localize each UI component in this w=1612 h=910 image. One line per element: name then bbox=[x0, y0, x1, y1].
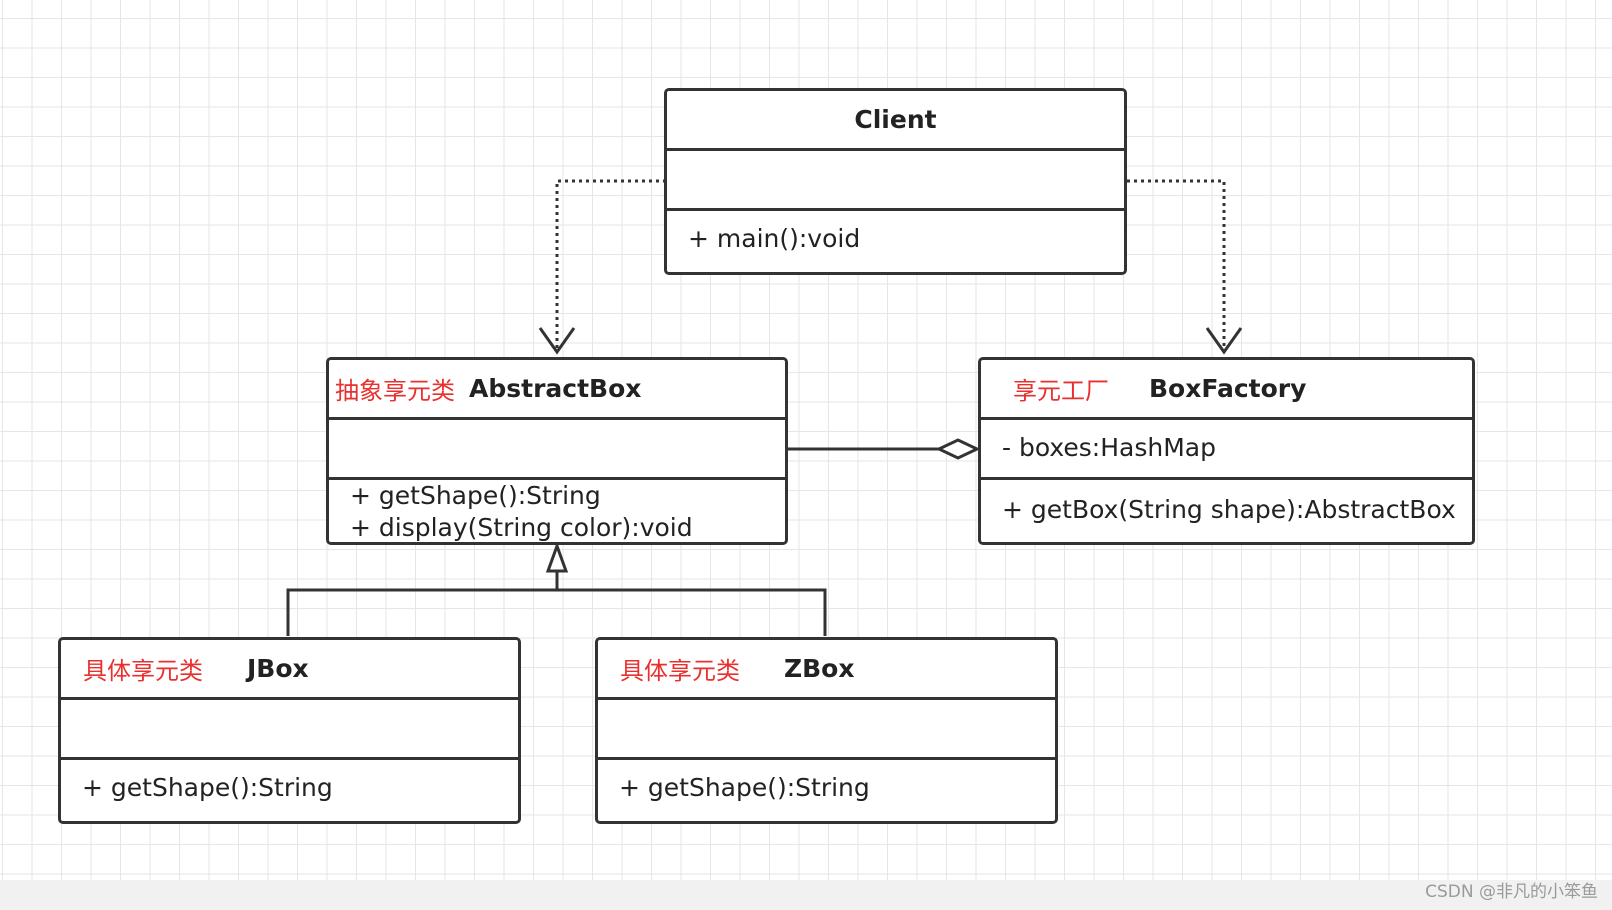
boxfactory-methods: + getBox(String shape):AbstractBox bbox=[981, 480, 1472, 542]
client-divider-1 bbox=[667, 148, 1124, 151]
abstractbox-header: 抽象享元类 AbstractBox bbox=[329, 360, 785, 417]
dependency-arrowhead-boxfactory bbox=[1205, 327, 1243, 355]
jbox-methods: + getShape():String bbox=[61, 760, 518, 821]
zbox-method: + getShape():String bbox=[619, 773, 870, 802]
abstractbox-name: AbstractBox bbox=[469, 374, 642, 403]
zbox-stereotype: 具体享元类 bbox=[620, 657, 740, 685]
zbox-header: 具体享元类 ZBox bbox=[598, 640, 1055, 697]
abstractbox-methods: + getShape():String + display(String col… bbox=[329, 480, 785, 542]
client-header: Client bbox=[667, 91, 1124, 148]
zbox-divider-1 bbox=[598, 697, 1055, 700]
class-zbox[interactable]: 具体享元类 ZBox + getShape():String bbox=[595, 637, 1058, 824]
generalization-zbox bbox=[557, 588, 827, 636]
boxfactory-attribute: - boxes:HashMap bbox=[1002, 433, 1216, 462]
abstractbox-stereotype: 抽象享元类 bbox=[335, 377, 455, 405]
class-boxfactory[interactable]: 享元工厂 BoxFactory - boxes:HashMap + getBox… bbox=[978, 357, 1475, 545]
abstractbox-method-display: + display(String color):void bbox=[350, 513, 693, 542]
jbox-divider-1 bbox=[61, 697, 518, 700]
boxfactory-header: 享元工厂 BoxFactory bbox=[981, 360, 1472, 417]
generalization-jbox bbox=[286, 588, 557, 636]
abstractbox-divider-2 bbox=[329, 477, 785, 480]
client-attributes bbox=[667, 151, 1124, 208]
client-methods: + main():void bbox=[667, 211, 1124, 272]
boxfactory-method: + getBox(String shape):AbstractBox bbox=[1002, 495, 1456, 524]
dependency-arrowhead-abstractbox bbox=[538, 327, 576, 355]
connector-layer bbox=[286, 179, 1243, 636]
boxfactory-name: BoxFactory bbox=[1149, 374, 1307, 403]
jbox-header: 具体享元类 JBox bbox=[61, 640, 518, 697]
abstractbox-method-getshape: + getShape():String bbox=[350, 481, 601, 510]
class-jbox[interactable]: 具体享元类 JBox + getShape():String bbox=[58, 637, 521, 824]
jbox-divider-2 bbox=[61, 757, 518, 760]
jbox-attributes bbox=[61, 700, 518, 757]
dependency-client-abstractbox bbox=[555, 179, 666, 352]
client-divider-2 bbox=[667, 208, 1124, 211]
abstractbox-divider-1 bbox=[329, 417, 785, 420]
abstractbox-attributes bbox=[329, 420, 785, 477]
jbox-stereotype: 具体享元类 bbox=[83, 657, 203, 685]
class-client[interactable]: Client + main():void bbox=[664, 88, 1127, 275]
jbox-name: JBox bbox=[247, 654, 309, 683]
boxfactory-attributes: - boxes:HashMap bbox=[981, 420, 1472, 477]
aggregation-diamond bbox=[935, 438, 981, 460]
boxfactory-divider-2 bbox=[981, 477, 1472, 480]
client-name: Client bbox=[854, 105, 937, 134]
boxfactory-divider-1 bbox=[981, 417, 1472, 420]
generalization-triangle bbox=[545, 541, 569, 573]
jbox-method: + getShape():String bbox=[82, 773, 333, 802]
class-abstractbox[interactable]: 抽象享元类 AbstractBox + getShape():String + … bbox=[326, 357, 788, 545]
zbox-methods: + getShape():String bbox=[598, 760, 1055, 821]
page-bottom-strip bbox=[0, 880, 1612, 910]
boxfactory-stereotype: 享元工厂 bbox=[1013, 377, 1109, 405]
dependency-client-boxfactory bbox=[1127, 179, 1226, 352]
zbox-divider-2 bbox=[598, 757, 1055, 760]
client-method: + main():void bbox=[688, 224, 861, 253]
zbox-name: ZBox bbox=[784, 654, 855, 683]
watermark: CSDN @非凡的小笨鱼 bbox=[1425, 882, 1598, 902]
zbox-attributes bbox=[598, 700, 1055, 757]
